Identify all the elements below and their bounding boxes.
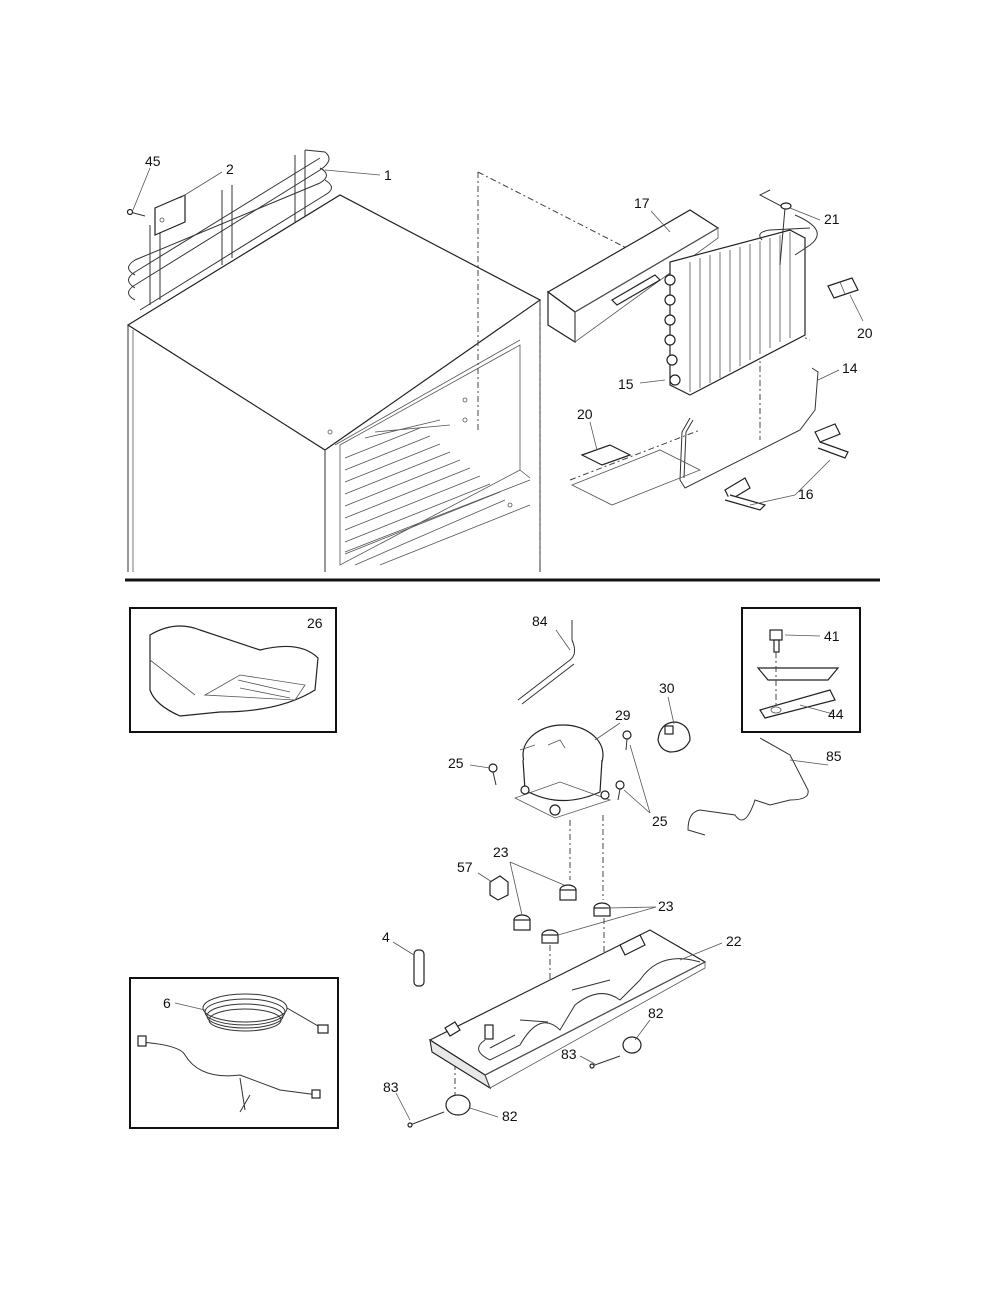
callout-82-right: 82 xyxy=(648,1005,664,1021)
callout-15: 15 xyxy=(618,376,634,392)
callout-44: 44 xyxy=(828,706,844,722)
roller-screws xyxy=(407,1055,621,1128)
callout-16: 16 xyxy=(798,486,814,502)
callout-82-left: 82 xyxy=(502,1108,518,1124)
callout-45: 45 xyxy=(145,153,161,169)
callout-2: 2 xyxy=(226,161,234,177)
grommets xyxy=(513,884,611,944)
callouts: 45 2 1 17 21 20 14 15 20 16 26 84 41 44 … xyxy=(145,153,873,1124)
evaporator-clip-right xyxy=(827,277,859,299)
callout-21: 21 xyxy=(824,211,840,227)
callout-85: 85 xyxy=(826,748,842,764)
callout-25-right: 25 xyxy=(652,813,668,829)
compressor-relay xyxy=(657,721,691,753)
callout-22: 22 xyxy=(726,933,742,949)
filter-dryer xyxy=(413,949,425,987)
compressor-screws xyxy=(488,730,632,801)
callout-30: 30 xyxy=(659,680,675,696)
callout-83-right: 83 xyxy=(561,1046,577,1062)
callout-23-right: 23 xyxy=(658,898,674,914)
evaporator-clip-left xyxy=(571,444,701,506)
tube-84 xyxy=(517,620,576,705)
inset-drain-trough xyxy=(129,607,337,733)
callout-20-left: 20 xyxy=(577,406,593,422)
callout-83-left: 83 xyxy=(383,1079,399,1095)
compressor-base-plate xyxy=(428,929,707,1090)
leader-lines xyxy=(132,167,864,1121)
condenser-coil xyxy=(128,149,332,311)
refrigerator-cabinet xyxy=(126,194,542,572)
callout-25-left: 25 xyxy=(448,755,464,771)
inset-mounting-hardware xyxy=(741,607,861,733)
evaporator-tubing xyxy=(758,189,818,266)
callout-20-right: 20 xyxy=(857,325,873,341)
tube-85 xyxy=(687,737,809,836)
drip-tray xyxy=(546,209,720,344)
callout-57: 57 xyxy=(457,859,473,875)
callout-17: 17 xyxy=(634,195,650,211)
callout-1: 1 xyxy=(384,167,392,183)
inset-power-cord xyxy=(129,977,339,1129)
evaporator xyxy=(664,229,806,396)
bracket-screw xyxy=(126,208,146,217)
condenser-bracket xyxy=(154,194,186,236)
compressor xyxy=(513,724,612,819)
callout-41: 41 xyxy=(824,628,840,644)
heater-brackets xyxy=(724,423,849,511)
callout-14: 14 xyxy=(842,360,858,376)
callout-29: 29 xyxy=(615,707,631,723)
callout-6: 6 xyxy=(163,995,171,1011)
cabinet-fins xyxy=(344,419,506,566)
callout-23-top: 23 xyxy=(493,844,509,860)
callout-84: 84 xyxy=(532,613,548,629)
callout-26: 26 xyxy=(307,615,323,631)
callout-4: 4 xyxy=(382,929,390,945)
clip-57 xyxy=(489,875,509,901)
rollers xyxy=(445,1036,642,1116)
